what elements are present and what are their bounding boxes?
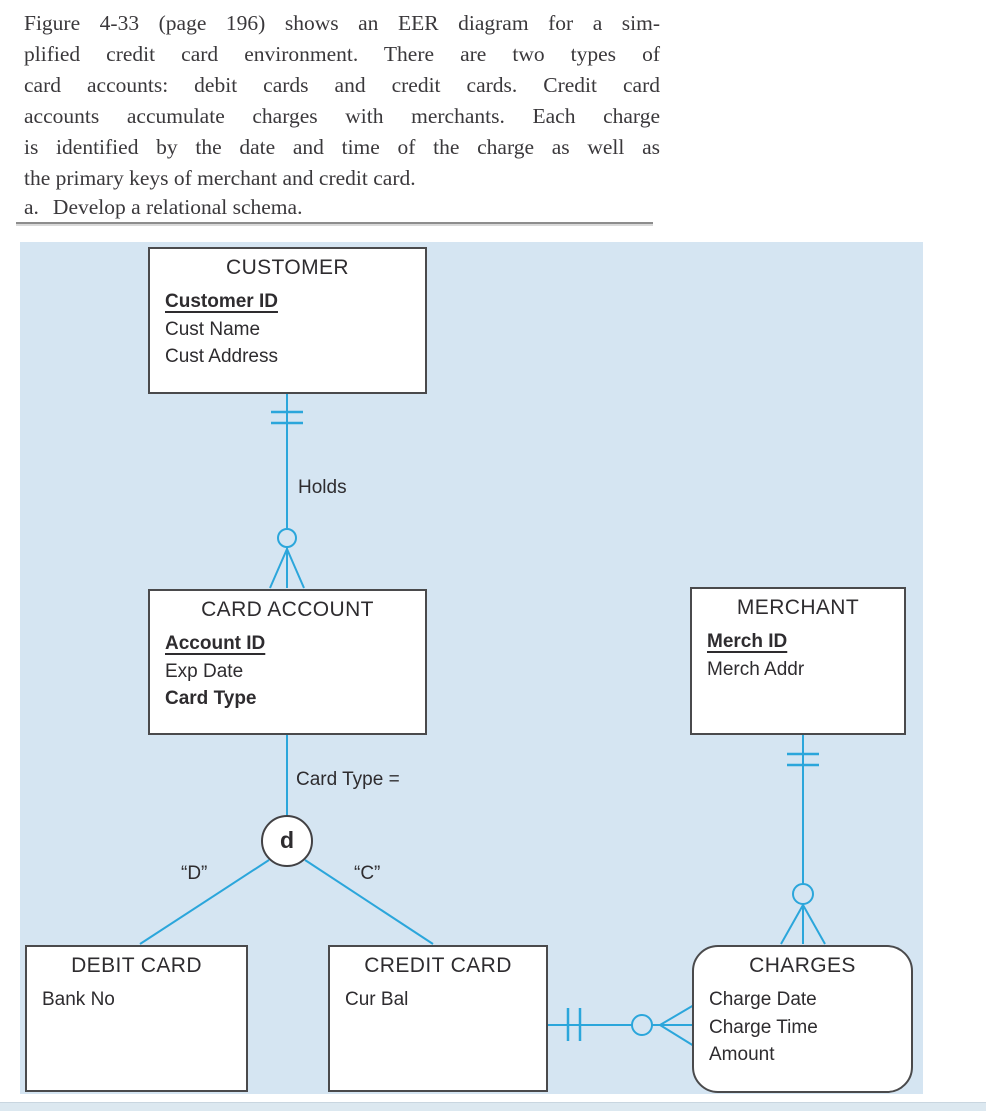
attribute: Cur Bal [345,989,409,1010]
debit-condition-label: “D” [181,863,208,884]
attribute: Amount [709,1044,775,1065]
attribute: Charge Date [709,989,817,1010]
attribute: Exp Date [165,660,244,682]
entity-debit-card: DEBIT CARD Bank No [25,945,248,1092]
item-a-text: Develop a relational schema. [52,195,303,219]
disjoint-subtype-circle: d [261,815,313,867]
entity-attributes: Account ID Exp Date Card Type [150,622,425,713]
entity-attributes: Charge Date Charge Time Amount [694,978,911,1069]
entity-charges: CHARGES Charge Date Charge Time Amount [692,945,913,1093]
relationship-label-holds: Holds [298,477,347,498]
problem-line: is identified by the date and time of th… [24,135,660,159]
subtype-discriminator-label: Card Type = [296,769,400,790]
attribute-pk: Merch ID [707,631,788,652]
entity-title: CUSTOMER [226,256,349,279]
problem-item-a: a. Develop a relational schema. [24,192,302,222]
problem-line: card accounts: debit cards and credit ca… [24,73,660,97]
problem-line: the primary keys of merchant and credit … [24,166,416,190]
entity-attributes: Merch ID Merch Addr [692,620,904,683]
entity-title: DEBIT CARD [71,954,202,977]
attribute-discriminator: Card Type [165,688,257,709]
entity-attributes: Customer ID Cust Name Cust Address [150,280,425,371]
entity-attributes: Bank No [27,978,246,1014]
entity-customer: CUSTOMER Customer ID Cust Name Cust Addr… [148,247,427,394]
attribute: Cust Name [165,318,261,340]
problem-statement: Figure 4-33 (page 196) shows an EER diag… [24,8,660,194]
credit-condition-label: “C” [354,863,381,884]
entity-attributes: Cur Bal [330,978,546,1014]
page-bottom-strip [0,1102,986,1111]
entity-title: MERCHANT [736,596,860,619]
item-a-marker: a. [24,195,39,219]
problem-line: Figure 4-33 (page 196) shows an EER diag… [24,11,660,35]
entity-credit-card: CREDIT CARD Cur Bal [328,945,548,1092]
entity-card-account: CARD ACCOUNT Account ID Exp Date Card Ty… [148,589,427,735]
section-divider [16,222,653,224]
attribute: Bank No [42,989,115,1010]
problem-line: plified credit card environment. There a… [24,42,660,66]
attribute: Merch Addr [707,658,805,680]
attribute: Cust Address [165,346,278,367]
entity-merchant: MERCHANT Merch ID Merch Addr [690,587,906,735]
entity-title: CREDIT CARD [364,954,512,977]
attribute-pk: Account ID [165,633,266,654]
problem-line: accounts accumulate charges with merchan… [24,104,660,128]
entity-title: CHARGES [749,954,856,977]
attribute-pk: Customer ID [165,291,278,312]
attribute: Charge Time [709,1016,818,1038]
entity-title: CARD ACCOUNT [201,598,374,621]
